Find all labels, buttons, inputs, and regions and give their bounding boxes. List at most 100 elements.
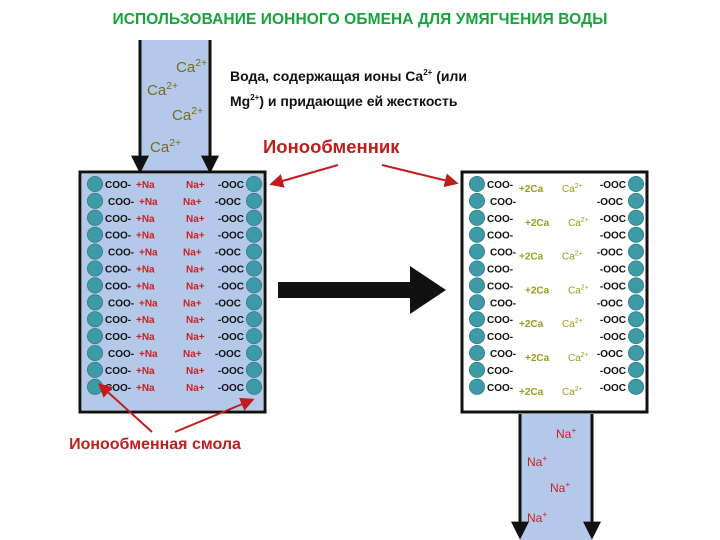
carboxyl-group-left: COO- [105, 315, 131, 326]
carboxyl-group-right: -OOC [600, 231, 626, 242]
carboxyl-group-left: COO- [487, 332, 513, 343]
carboxyl-group-right: -OOC [218, 383, 244, 394]
na-ion-right: Na+ [186, 281, 205, 292]
carboxyl-group-left: COO- [487, 383, 513, 394]
carboxyl-group-right: -OOC [600, 366, 626, 377]
resin-bead-right [628, 312, 643, 327]
na-ion-right: Na+ [183, 248, 202, 259]
exchanger-pointer-left [272, 165, 338, 184]
resin-bead-right [628, 244, 643, 259]
resin-bead-left [469, 261, 484, 276]
carboxyl-group-left: COO- [105, 180, 131, 191]
carboxyl-group-left: COO- [490, 197, 516, 208]
resin-bead-right [628, 278, 643, 293]
carboxyl-group-right: -OOC [218, 332, 244, 343]
resin-bead-right [246, 210, 261, 225]
carboxyl-group-left: COO- [108, 197, 134, 208]
resin-bead-right [628, 176, 643, 191]
resin-bead-right [628, 227, 643, 242]
na-ion-right: Na+ [186, 315, 205, 326]
resin-bead-right [628, 261, 643, 276]
carboxyl-group-right: -OOC [218, 265, 244, 276]
na-ion-left: +Na [136, 366, 155, 377]
ca-ion-left: +2Ca [519, 252, 544, 263]
carboxyl-group-left: COO- [490, 248, 516, 259]
resin-bead-left [87, 295, 102, 310]
resin-bead-right [628, 362, 643, 377]
resin-bead-right [246, 227, 261, 242]
resin-bead-left [469, 329, 484, 344]
carboxyl-group-left: COO- [490, 298, 516, 309]
carboxyl-group-right: -OOC [218, 281, 244, 292]
carboxyl-group-right: -OOC [215, 248, 241, 259]
carboxyl-group-left: COO- [487, 180, 513, 191]
carboxyl-group-left: COO- [105, 214, 131, 225]
resin-bead-right [246, 176, 261, 191]
resin-bead-left [87, 329, 102, 344]
resin-bead-left [87, 345, 102, 360]
resin-bead-left [469, 295, 484, 310]
na-ion-left: +Na [136, 231, 155, 242]
carboxyl-group-left: COO- [105, 265, 131, 276]
carboxyl-group-right: -OOC [215, 349, 241, 360]
ca-ion-left: +2Ca [519, 387, 544, 398]
na-ion-right: Na+ [186, 383, 205, 394]
na-ion-left: +Na [136, 281, 155, 292]
resin-bead-left [87, 362, 102, 377]
resin-bead-right [246, 362, 261, 377]
carboxyl-group-right: -OOC [597, 197, 623, 208]
resin-bead-right [628, 193, 643, 208]
carboxyl-group-left: COO- [105, 366, 131, 377]
na-ion-right: Na+ [183, 298, 202, 309]
resin-bead-right [246, 345, 261, 360]
na-ion-right: Na+ [186, 214, 205, 225]
resin-bead-right [246, 278, 261, 293]
ca-ion-left: +2Ca [519, 184, 544, 195]
resin-bead-right [246, 312, 261, 327]
na-ion-right: Na+ [183, 349, 202, 360]
na-ion-left: +Na [139, 248, 158, 259]
ca-ion-left: +2Ca [525, 285, 550, 296]
ca-ion-left: +2Ca [519, 319, 544, 330]
carboxyl-group-right: -OOC [597, 298, 623, 309]
resin-bead-left [87, 227, 102, 242]
resin-bead-left [469, 193, 484, 208]
na-ion-left: +Na [139, 298, 158, 309]
ca-ion-left: +2Ca [525, 218, 550, 229]
resin-bead-left [469, 176, 484, 191]
exchanger-pointer-right [382, 165, 456, 183]
resin-bead-left [87, 261, 102, 276]
resin-bead-left [469, 312, 484, 327]
resin-bead-left [87, 379, 102, 394]
na-ion-left: +Na [136, 383, 155, 394]
carboxyl-group-right: -OOC [600, 214, 626, 225]
resin-bead-left [87, 244, 102, 259]
carboxyl-group-left: COO- [108, 298, 134, 309]
carboxyl-group-left: COO- [487, 366, 513, 377]
na-ion-left: +Na [139, 349, 158, 360]
na-ion-left: +Na [139, 197, 158, 208]
resin-bead-left [87, 210, 102, 225]
carboxyl-group-left: COO- [487, 231, 513, 242]
resin-bead-left [87, 312, 102, 327]
resin-bead-left [469, 379, 484, 394]
resin-bead-right [628, 345, 643, 360]
carboxyl-group-right: -OOC [215, 298, 241, 309]
carboxyl-group-right: -OOC [597, 248, 623, 259]
ca-ion-left: +2Ca [525, 353, 550, 364]
carboxyl-group-right: -OOC [600, 315, 626, 326]
resin-bead-left [469, 210, 484, 225]
carboxyl-group-left: COO- [105, 231, 131, 242]
carboxyl-group-left: COO- [105, 281, 131, 292]
na-ion-left: +Na [136, 214, 155, 225]
resin-bead-right [628, 210, 643, 225]
na-ion-right: Na+ [186, 366, 205, 377]
carboxyl-group-left: COO- [108, 349, 134, 360]
na-ion-right: Na+ [186, 265, 205, 276]
carboxyl-group-right: -OOC [215, 197, 241, 208]
resin-bead-right [246, 379, 261, 394]
carboxyl-group-right: -OOC [218, 366, 244, 377]
resin-bead-right [246, 261, 261, 276]
carboxyl-group-left: COO- [487, 265, 513, 276]
resin-bead-right [246, 295, 261, 310]
